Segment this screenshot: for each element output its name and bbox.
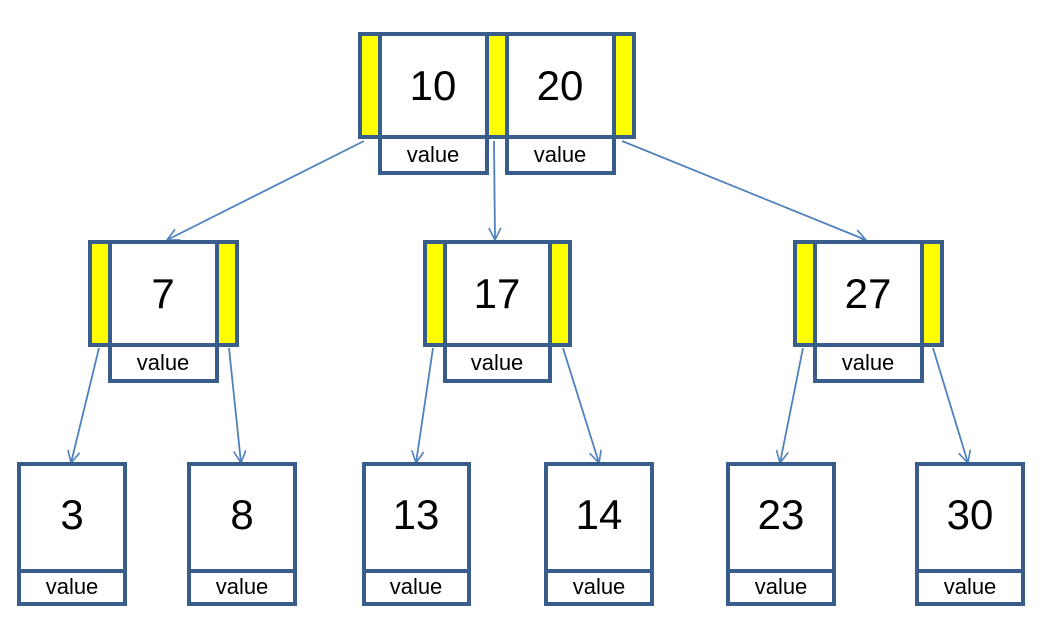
pointer-slot: [920, 240, 944, 347]
leaf-node-30: [915, 462, 1025, 606]
internal-value: value: [137, 350, 190, 375]
leaf-key: 3: [60, 491, 83, 538]
leaf-value: value: [573, 574, 626, 599]
edge-7-to-3: [71, 347, 100, 463]
edge-root-to-27: [621, 140, 866, 240]
tree-edges: [71, 140, 968, 463]
pointer-slot: [358, 32, 382, 139]
root-key-2: 20: [537, 62, 584, 109]
internal-key: 7: [151, 270, 174, 317]
leaf-node-14: [544, 462, 654, 606]
pointer-slot: [612, 32, 636, 139]
edge-7-to-8: [228, 347, 241, 463]
value-box: [378, 135, 489, 175]
leaf-value: value: [944, 574, 997, 599]
value-box: [443, 343, 552, 383]
pointer-slot: [423, 240, 447, 347]
leaf-box: [726, 462, 836, 606]
edge-17-to-13: [416, 347, 434, 463]
pointer-slot: [548, 240, 572, 347]
pointer-slot: [88, 240, 112, 347]
leaf-node-23: [726, 462, 836, 606]
leaf-key: 8: [230, 491, 253, 538]
internal-value: value: [842, 350, 895, 375]
key-box: [813, 240, 924, 347]
leaf-box: [544, 462, 654, 606]
leaf-node-13: [362, 462, 471, 606]
pointer-slot: [485, 32, 509, 139]
leaf-box: [17, 462, 127, 606]
pointer-slot: [215, 240, 239, 347]
root-key-1: 10: [410, 62, 457, 109]
leaf-key: 13: [393, 491, 440, 538]
leaf-node-3: [17, 462, 127, 606]
leaf-key: 14: [576, 491, 623, 538]
internal-node-17: [423, 240, 572, 383]
internal-node-27: [793, 240, 944, 383]
leaf-key: 30: [947, 491, 994, 538]
pointer-slot: [793, 240, 817, 347]
leaf-value: value: [216, 574, 269, 599]
root-value-2: value: [534, 142, 587, 167]
leaf-value: value: [390, 574, 443, 599]
leaf-node-8: [187, 462, 297, 606]
value-box: [505, 135, 616, 175]
leaf-key: 23: [758, 491, 805, 538]
root-node: [358, 32, 636, 175]
internal-value: value: [471, 350, 524, 375]
edge-27-to-30: [932, 347, 968, 463]
leaf-value: value: [755, 574, 808, 599]
leaf-box: [915, 462, 1025, 606]
leaf-box: [187, 462, 297, 606]
root-value-1: value: [407, 142, 460, 167]
leaf-box: [362, 462, 471, 606]
value-box: [813, 343, 924, 383]
value-box: [108, 343, 219, 383]
internal-key: 17: [474, 270, 521, 317]
edge-17-to-14: [562, 347, 599, 463]
leaf-value: value: [46, 574, 99, 599]
edge-27-to-23: [780, 347, 804, 463]
internal-key: 27: [845, 270, 892, 317]
internal-node-7: [88, 240, 239, 383]
edge-root-to-7: [167, 140, 365, 241]
edge-root-to-17: [494, 140, 495, 240]
